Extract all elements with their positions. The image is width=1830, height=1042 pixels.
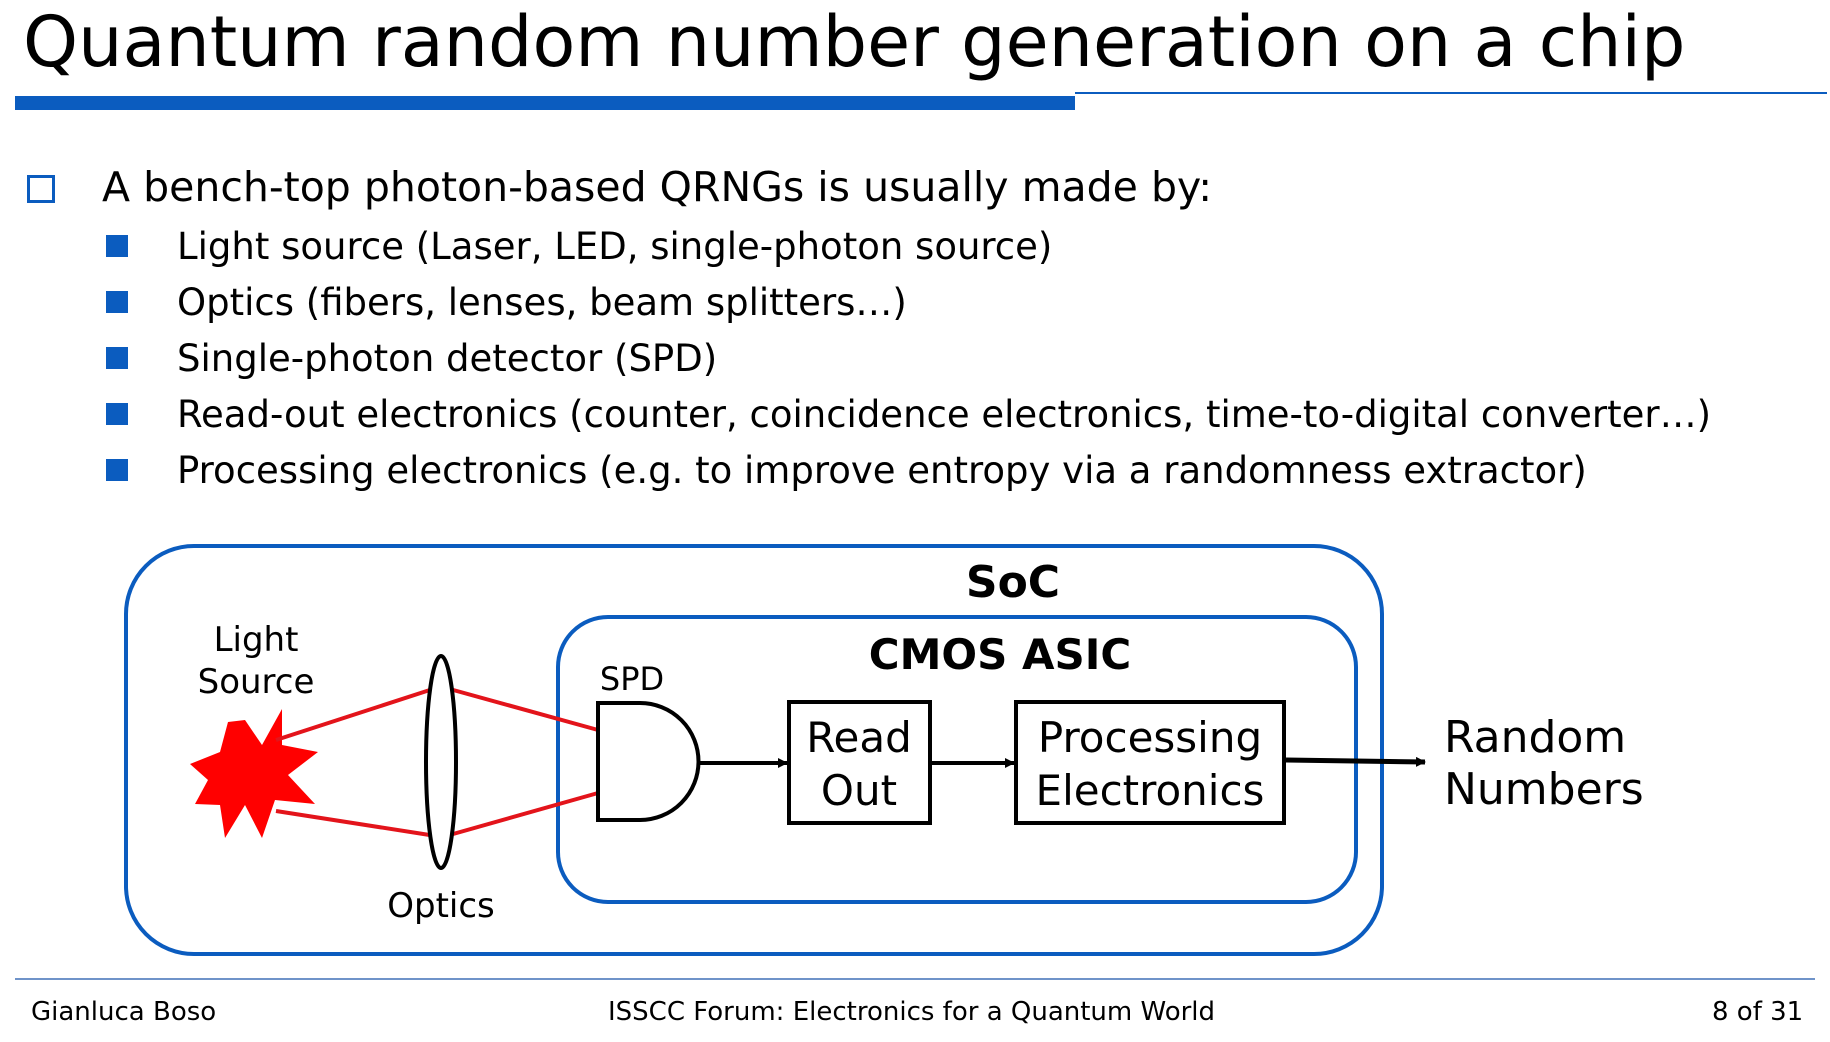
light-source-label-line2: Source xyxy=(198,662,315,702)
footer-page-number: 8 of 31 xyxy=(1712,997,1804,1027)
filled-square-bullet-icon xyxy=(106,347,128,369)
title-underline-thick xyxy=(15,96,1075,110)
filled-square-bullet-icon xyxy=(106,459,128,481)
soc-label: SoC xyxy=(966,557,1060,608)
soc-box xyxy=(124,544,1384,956)
main-bullet-text: A bench-top photon-based QRNGs is usuall… xyxy=(102,163,1213,211)
processing-label-line2: Electronics xyxy=(1036,766,1265,815)
output-label-line1: Random xyxy=(1444,712,1626,763)
sub-bullet-spd: Single-photon detector (SPD) xyxy=(177,337,718,380)
processing-block xyxy=(1014,700,1286,825)
title-underline-thin xyxy=(1075,92,1827,94)
footer-divider xyxy=(15,978,1815,980)
readout-block xyxy=(787,700,932,825)
filled-square-bullet-icon xyxy=(106,235,128,257)
light-beams xyxy=(275,686,599,838)
readout-label-line1: Read xyxy=(806,713,912,762)
optics-label: Optics xyxy=(387,886,495,926)
output-label-line2: Numbers xyxy=(1444,764,1644,815)
spd-detector-shape xyxy=(596,701,701,822)
readout-label-line2: Out xyxy=(821,766,897,815)
sub-bullet-light-source: Light source (Laser, LED, single-photon … xyxy=(177,225,1053,268)
footer-event: ISSCC Forum: Electronics for a Quantum W… xyxy=(608,997,1216,1027)
sub-bullet-readout: Read-out electronics (counter, coinciden… xyxy=(177,393,1712,436)
filled-square-bullet-icon xyxy=(106,291,128,313)
cmos-asic-label: CMOS ASIC xyxy=(869,630,1131,679)
spd-label: SPD xyxy=(600,660,664,698)
slide-title: Quantum random number generation on a ch… xyxy=(23,1,1686,83)
processing-label-line1: Processing xyxy=(1038,713,1262,762)
filled-square-bullet-icon xyxy=(106,403,128,425)
sub-bullet-optics: Optics (fibers, lenses, beam splitters…) xyxy=(177,281,907,324)
sub-bullet-processing: Processing electronics (e.g. to improve … xyxy=(177,449,1587,492)
hollow-square-bullet-icon xyxy=(27,175,55,203)
light-source-burst-icon xyxy=(190,709,318,838)
arrow-processing-to-output xyxy=(1285,756,1426,767)
light-source-label-line1: Light xyxy=(214,620,299,660)
footer-author: Gianluca Boso xyxy=(31,997,217,1027)
optics-lens-icon xyxy=(424,654,458,870)
